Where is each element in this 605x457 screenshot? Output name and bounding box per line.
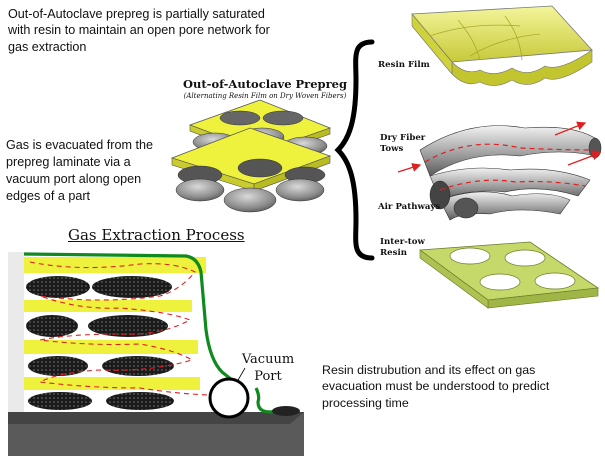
curly-brace xyxy=(334,39,375,261)
prepreg-stack-illustration xyxy=(170,99,332,213)
outro-text: Resin distrubution and its effect on gas… xyxy=(322,363,550,410)
gas-extraction-title: Gas Extraction Process xyxy=(68,226,245,244)
intro-text: Out-of-Autoclave prepreg is partially sa… xyxy=(8,7,270,54)
label-inter-tow-resin: Inter-tow Resin xyxy=(380,237,425,258)
prepreg-title: Out-of-Autoclave Prepreg xyxy=(182,77,347,91)
inter-tow-resin-illustration xyxy=(418,241,600,309)
gas-evacuation-text: Gas is evacuated from the prepreg lamina… xyxy=(6,138,153,203)
label-dry-fiber-tows: Dry Fiber Tows xyxy=(380,133,426,154)
vacuum-port-label: Vacuum Port xyxy=(241,352,295,384)
dry-fiber-tows-illustration xyxy=(397,121,602,221)
label-air-pathways: Air Pathways xyxy=(378,202,441,212)
label-resin-film: Resin Film xyxy=(378,60,430,70)
gas-extraction-cross-section xyxy=(8,252,304,456)
resin-film-illustration xyxy=(411,5,593,86)
prepreg-subtitle: (Alternating Resin Film on Dry Woven Fib… xyxy=(183,92,347,100)
